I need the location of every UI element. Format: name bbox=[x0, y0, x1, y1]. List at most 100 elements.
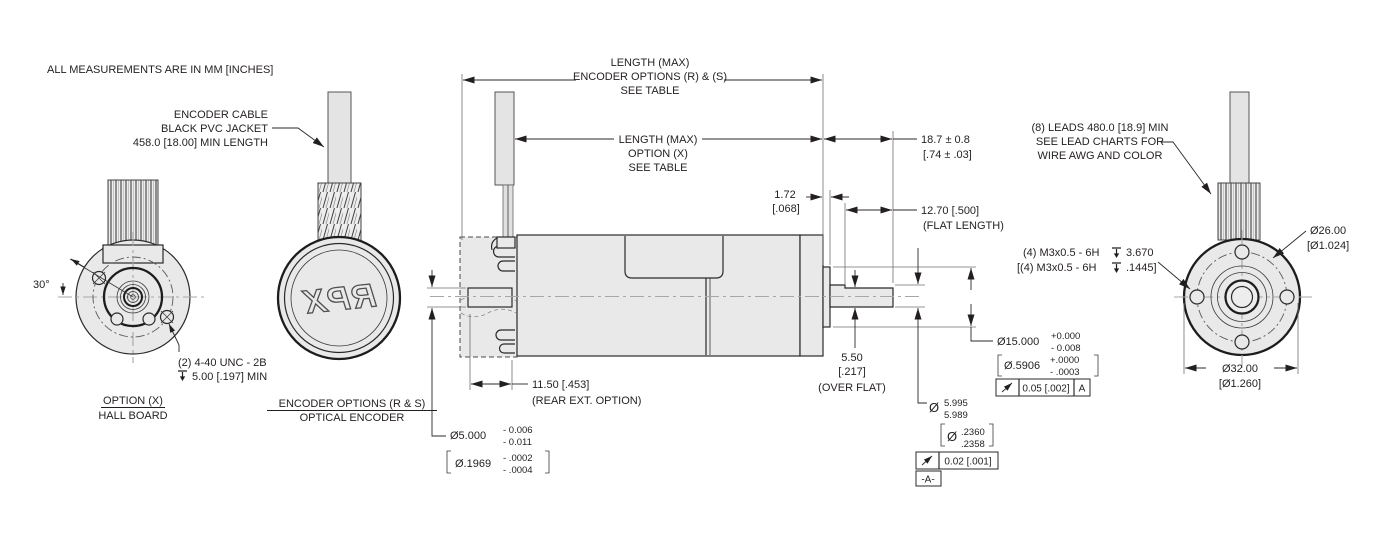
d55-note: (OVER FLAT) bbox=[818, 382, 886, 394]
rear-tap-hole-right bbox=[1279, 289, 1295, 305]
d115-note: (REAR EXT. OPTION) bbox=[532, 395, 641, 407]
m3-depth-mm: 3.670 bbox=[1126, 247, 1154, 259]
encoder-twisted-leads bbox=[317, 182, 362, 242]
screw-note-line2: 5.00 [.197] MIN bbox=[192, 371, 267, 383]
side-view bbox=[430, 91, 922, 358]
screw-leader bbox=[168, 323, 180, 346]
d15-tol-in-lower: - .0003 bbox=[1050, 367, 1080, 378]
cable-note-line1: ENCODER CABLE bbox=[174, 109, 268, 121]
rear-tap-hole-top bbox=[1234, 244, 1250, 260]
spring-hook bbox=[490, 237, 498, 251]
runout-icon bbox=[1001, 382, 1013, 393]
hall-board-hole-right bbox=[142, 312, 156, 326]
body-top-notch bbox=[624, 236, 724, 279]
d15-bracket-right bbox=[1094, 354, 1099, 377]
leads-note-line1: (8) LEADS 480.0 [18.9] MIN bbox=[1032, 122, 1169, 134]
len2-line1: LENGTH (MAX) bbox=[619, 134, 698, 146]
d5-leader bbox=[431, 324, 446, 437]
hall-view-title: OPTION (X) bbox=[103, 395, 163, 407]
depth-icon-m3-in bbox=[1111, 262, 1122, 274]
runout2-value: 0.02 [.001] bbox=[944, 457, 991, 468]
rear-ring-2 bbox=[1217, 272, 1267, 322]
break-line-2 bbox=[460, 308, 517, 318]
cable-note-leader bbox=[272, 127, 325, 148]
units-note: ALL MEASUREMENTS ARE IN MM [INCHES] bbox=[47, 64, 273, 76]
d6-leader bbox=[917, 330, 927, 404]
hall-board-view: 30° (2) 4-40 UNC - 2B 5.00 [.197] MIN OP… bbox=[33, 179, 267, 422]
datum-a-flag: -A- bbox=[915, 470, 942, 487]
hall-board-hole-left bbox=[110, 312, 124, 326]
encoder-ring-2 bbox=[290, 249, 388, 347]
hall-center-dot bbox=[130, 294, 136, 300]
rear-pilot-boss bbox=[1224, 279, 1260, 315]
rear-shaft-hole bbox=[1230, 285, 1254, 309]
side-cable-jacket bbox=[494, 91, 515, 186]
rpx-logo-text: RPX bbox=[300, 276, 377, 321]
d5-bracket-right bbox=[545, 450, 550, 474]
d15-bracket-left bbox=[997, 354, 1002, 377]
rear-tap-hole-bottom bbox=[1234, 334, 1250, 350]
rear-shaft-extension bbox=[467, 287, 513, 308]
d5-tol-in-lower: - .0004 bbox=[503, 465, 533, 476]
d5-bracket-left bbox=[446, 450, 451, 474]
d26-leader bbox=[1272, 230, 1307, 259]
hall-ring-2 bbox=[120, 284, 146, 310]
d127-value: 12.70 [.500] bbox=[921, 205, 979, 217]
d26-value-mm: Ø26.00 bbox=[1310, 225, 1346, 237]
d6-dia-symbol-in: Ø bbox=[947, 429, 957, 444]
len1-line2: ENCODER OPTIONS (R) & (S) bbox=[573, 71, 727, 83]
d32-value-in: [Ø1.260] bbox=[1219, 378, 1261, 390]
d5-tol-in-upper: - .0002 bbox=[503, 453, 533, 464]
d6-value-in-upper: .2360 bbox=[961, 427, 985, 438]
spring-4 bbox=[498, 343, 515, 354]
len2-line3: SEE TABLE bbox=[629, 162, 688, 174]
encoder-ring-1 bbox=[283, 242, 395, 354]
rear-ring-1 bbox=[1210, 265, 1274, 329]
hall-ring-1 bbox=[116, 280, 150, 314]
cable-note-line2: BLACK PVC JACKET bbox=[161, 123, 268, 135]
hall-view-subtitle: HALL BOARD bbox=[98, 410, 167, 422]
encoder-view-title: ENCODER OPTIONS (R & S) bbox=[279, 398, 426, 410]
encoder-cable-jacket bbox=[327, 91, 352, 185]
d6-bracket-left bbox=[940, 423, 945, 447]
len1-line3: SEE TABLE bbox=[621, 85, 680, 97]
d15-tol-in-upper: +.0000 bbox=[1050, 355, 1079, 366]
hall-bolt-circle bbox=[92, 256, 174, 338]
d55-value-mm: 5.50 bbox=[841, 352, 862, 364]
d127-note: (FLAT LENGTH) bbox=[923, 220, 1004, 232]
d32-value-mm: Ø32.00 bbox=[1222, 363, 1258, 375]
d172-value-mm: 1.72 bbox=[774, 189, 795, 201]
hall-board-outline bbox=[102, 266, 164, 328]
encoder-view-subtitle: OPTICAL ENCODER bbox=[300, 412, 405, 424]
d187-value-mm: 18.7 ± 0.8 bbox=[921, 134, 970, 146]
d15-tol-upper: +0.000 bbox=[1051, 331, 1080, 342]
angle-arrow-upper bbox=[70, 258, 85, 268]
runout1-datum: A bbox=[1079, 384, 1086, 395]
m3-leader bbox=[1157, 261, 1191, 290]
runout1-value: 0.05 [.002] bbox=[1022, 384, 1069, 395]
angle-label: 30° bbox=[33, 279, 50, 291]
rear-view: (8) LEADS 480.0 [18.9] MIN SEE LEAD CHAR… bbox=[1017, 91, 1349, 390]
d15-tol-lower: - 0.008 bbox=[1051, 343, 1081, 354]
rpx-logo: RPX bbox=[300, 276, 379, 322]
leads-note-line2: SEE LEAD CHARTS FOR bbox=[1036, 136, 1164, 148]
d6-value-in-lower: .2358 bbox=[961, 439, 985, 450]
optical-encoder-view: RPX ENCODER OPTIONS (R & S) OPTICAL ENCO… bbox=[133, 91, 437, 424]
d6-bracket-right bbox=[989, 423, 994, 447]
rear-leads-bundle bbox=[1217, 182, 1261, 241]
d15-leader bbox=[970, 327, 993, 342]
screw-note-line1: (2) 4-40 UNC - 2B bbox=[178, 357, 267, 369]
d15-value-in: Ø.5906 bbox=[1004, 360, 1040, 372]
d5-value-in: Ø.1969 bbox=[455, 458, 491, 470]
m3-depth-in: .1445] bbox=[1126, 262, 1157, 274]
rear-tap-hole-left bbox=[1189, 289, 1205, 305]
cable-note-line3: 458.0 [18.00] MIN LENGTH bbox=[133, 137, 268, 149]
d5-tol-upper: - 0.006 bbox=[503, 425, 533, 436]
d6-dia-symbol: Ø bbox=[929, 400, 939, 415]
rear-cable-jacket bbox=[1229, 91, 1250, 185]
hall-ring-3 bbox=[127, 291, 139, 303]
cable-entry-boss bbox=[496, 236, 516, 249]
encoder-cap-circle bbox=[276, 235, 402, 361]
